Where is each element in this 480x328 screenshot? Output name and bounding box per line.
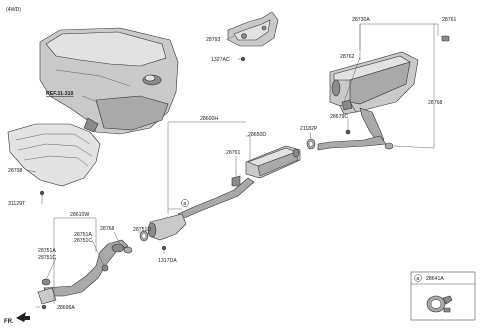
- label-28751C-2: 28751C: [38, 255, 56, 261]
- inset-marker: [414, 274, 422, 282]
- fuel-tank: [39, 27, 179, 135]
- label-28730A: 28730A: [352, 17, 370, 23]
- bolt-1317DA: [161, 245, 167, 251]
- hanger-28762: [341, 99, 353, 111]
- label-28761-top: 28761: [442, 17, 457, 23]
- label-28751C-1: 28751C: [74, 238, 92, 244]
- label-1327AC: 1327AC: [211, 57, 230, 63]
- label-28600H: 28600H: [200, 116, 218, 122]
- label-28793: 28793: [206, 37, 221, 43]
- rear-muffler: [329, 51, 419, 143]
- front-arrow-icon: [16, 312, 30, 322]
- gasket-21182P: [306, 138, 316, 150]
- label-21182P: 21182P: [300, 126, 318, 132]
- callout-marker-letter: a: [183, 201, 186, 207]
- bolt-28679C: [345, 129, 351, 135]
- label-28762: 28762: [340, 54, 355, 60]
- label-28768-right: 28768: [428, 100, 443, 106]
- label-28610W: 28610W: [70, 212, 89, 218]
- inset-box: a 28641A: [410, 271, 476, 321]
- center-muffler: [245, 145, 301, 179]
- front-exhaust-assembly: [37, 239, 129, 305]
- variant-label: (4WD): [6, 7, 21, 13]
- gasket-28751D: [139, 230, 149, 242]
- hanger-28761-mid: [231, 175, 241, 187]
- inset-marker-letter: a: [416, 276, 419, 282]
- label-28751D: 28751D: [133, 227, 151, 233]
- gasket-28751A: [41, 278, 51, 286]
- leader-lines: [25, 23, 439, 308]
- heat-shield-28793: [227, 11, 279, 47]
- callout-marker[interactable]: a: [181, 199, 189, 207]
- label-1317DA: 1317DA: [158, 258, 177, 264]
- heat-shield-28798: [7, 123, 101, 187]
- inset-part-label: 28641A: [426, 276, 444, 282]
- hanger-28761-top: [441, 35, 450, 42]
- label-28751A-1: 28751A: [74, 232, 92, 238]
- bolt-31129T: [39, 190, 45, 196]
- label-28696A: 28696A: [57, 305, 75, 311]
- label-28650D: 28650D: [248, 132, 266, 138]
- bolt-28696A: [41, 304, 47, 310]
- front-pipe: [147, 177, 255, 241]
- gasket-28768-left: [123, 246, 133, 254]
- reference-label[interactable]: REF.31-310: [46, 91, 74, 97]
- front-direction-label: FR.: [4, 319, 14, 325]
- label-28798: 28798: [8, 168, 23, 174]
- label-31129T: 31129T: [8, 201, 26, 207]
- label-28679C: 28679C: [330, 114, 348, 120]
- label-28751A-2: 28751A: [38, 248, 56, 254]
- clamp-28641A: [426, 295, 453, 313]
- label-28768-left: 28768: [100, 226, 115, 232]
- label-28761-mid: 28761: [226, 150, 241, 156]
- clamp-28751C: [101, 264, 109, 272]
- gasket-28768-right: [384, 142, 394, 150]
- rear-pipe: [317, 135, 387, 151]
- front-direction-indicator: FR.: [4, 312, 30, 325]
